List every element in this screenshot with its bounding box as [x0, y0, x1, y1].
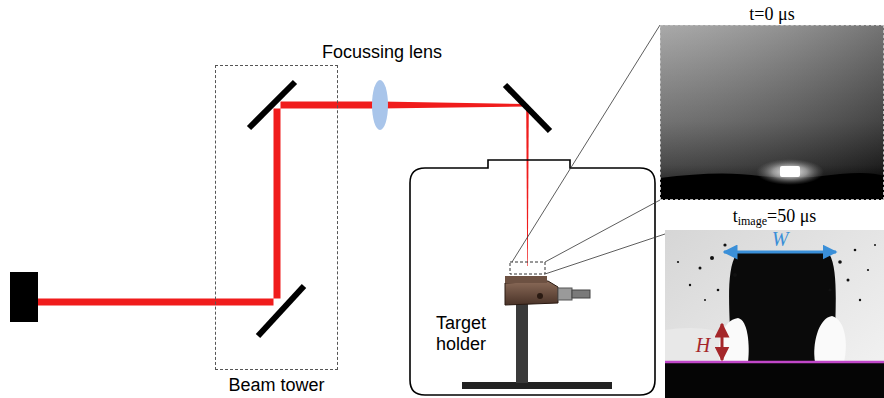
node-heading: timage=50 μs: [665, 206, 884, 229]
focused-beam: [380, 102, 529, 109]
micrometer: [558, 288, 572, 300]
dimension-label: H: [696, 334, 710, 357]
ejecta-droplets: [677, 243, 876, 301]
vacuum-chamber: [410, 160, 655, 395]
node-heading: Beam tower: [216, 375, 337, 396]
plasma-image: [660, 25, 884, 200]
zoom-line: [545, 234, 665, 274]
focusing-lens: [372, 80, 388, 130]
mirror: [505, 85, 550, 131]
target-plate: [505, 276, 547, 283]
holder-post: [516, 303, 528, 383]
liquid-pool: [665, 362, 884, 398]
beam-tower-box: Beam tower: [215, 65, 338, 370]
holder-base: [462, 382, 612, 389]
zoom-box: [510, 262, 545, 274]
crater-rim: [719, 318, 749, 362]
surface-line: [665, 361, 884, 364]
inset-image-frame: timage=50 μs: [665, 230, 884, 398]
laser-source: [10, 272, 38, 322]
component-label: Target holder: [420, 313, 486, 354]
focused-beam: [526, 105, 529, 266]
node-title: =50 μs: [767, 206, 816, 226]
component-label: Focussing lens: [322, 42, 442, 63]
crater-rim: [665, 328, 728, 362]
node-title: Beam tower: [228, 375, 324, 395]
plasma-flash: [780, 166, 800, 177]
width-arrow: [724, 251, 836, 254]
mirror: [258, 286, 304, 336]
node-heading: t=0 μs: [661, 4, 883, 25]
target-holder: [505, 281, 558, 305]
plasma-image: [660, 25, 884, 200]
laser-beam: [38, 102, 380, 306]
mirror: [249, 82, 295, 128]
height-arrow: [721, 324, 724, 360]
subscript-text: image: [738, 214, 767, 228]
inset-image-frame: t=0 μs: [660, 25, 884, 200]
micrometer: [572, 290, 590, 298]
splash-image: [665, 230, 884, 398]
zoom-line: [512, 25, 660, 262]
node-title: t: [733, 206, 738, 226]
dimension-label: W: [772, 228, 789, 251]
zoom-line: [545, 200, 660, 262]
crater-rim: [814, 316, 846, 362]
plasma-flash: [756, 159, 824, 185]
node-title: t=0 μs: [749, 4, 794, 24]
screw: [537, 293, 543, 299]
